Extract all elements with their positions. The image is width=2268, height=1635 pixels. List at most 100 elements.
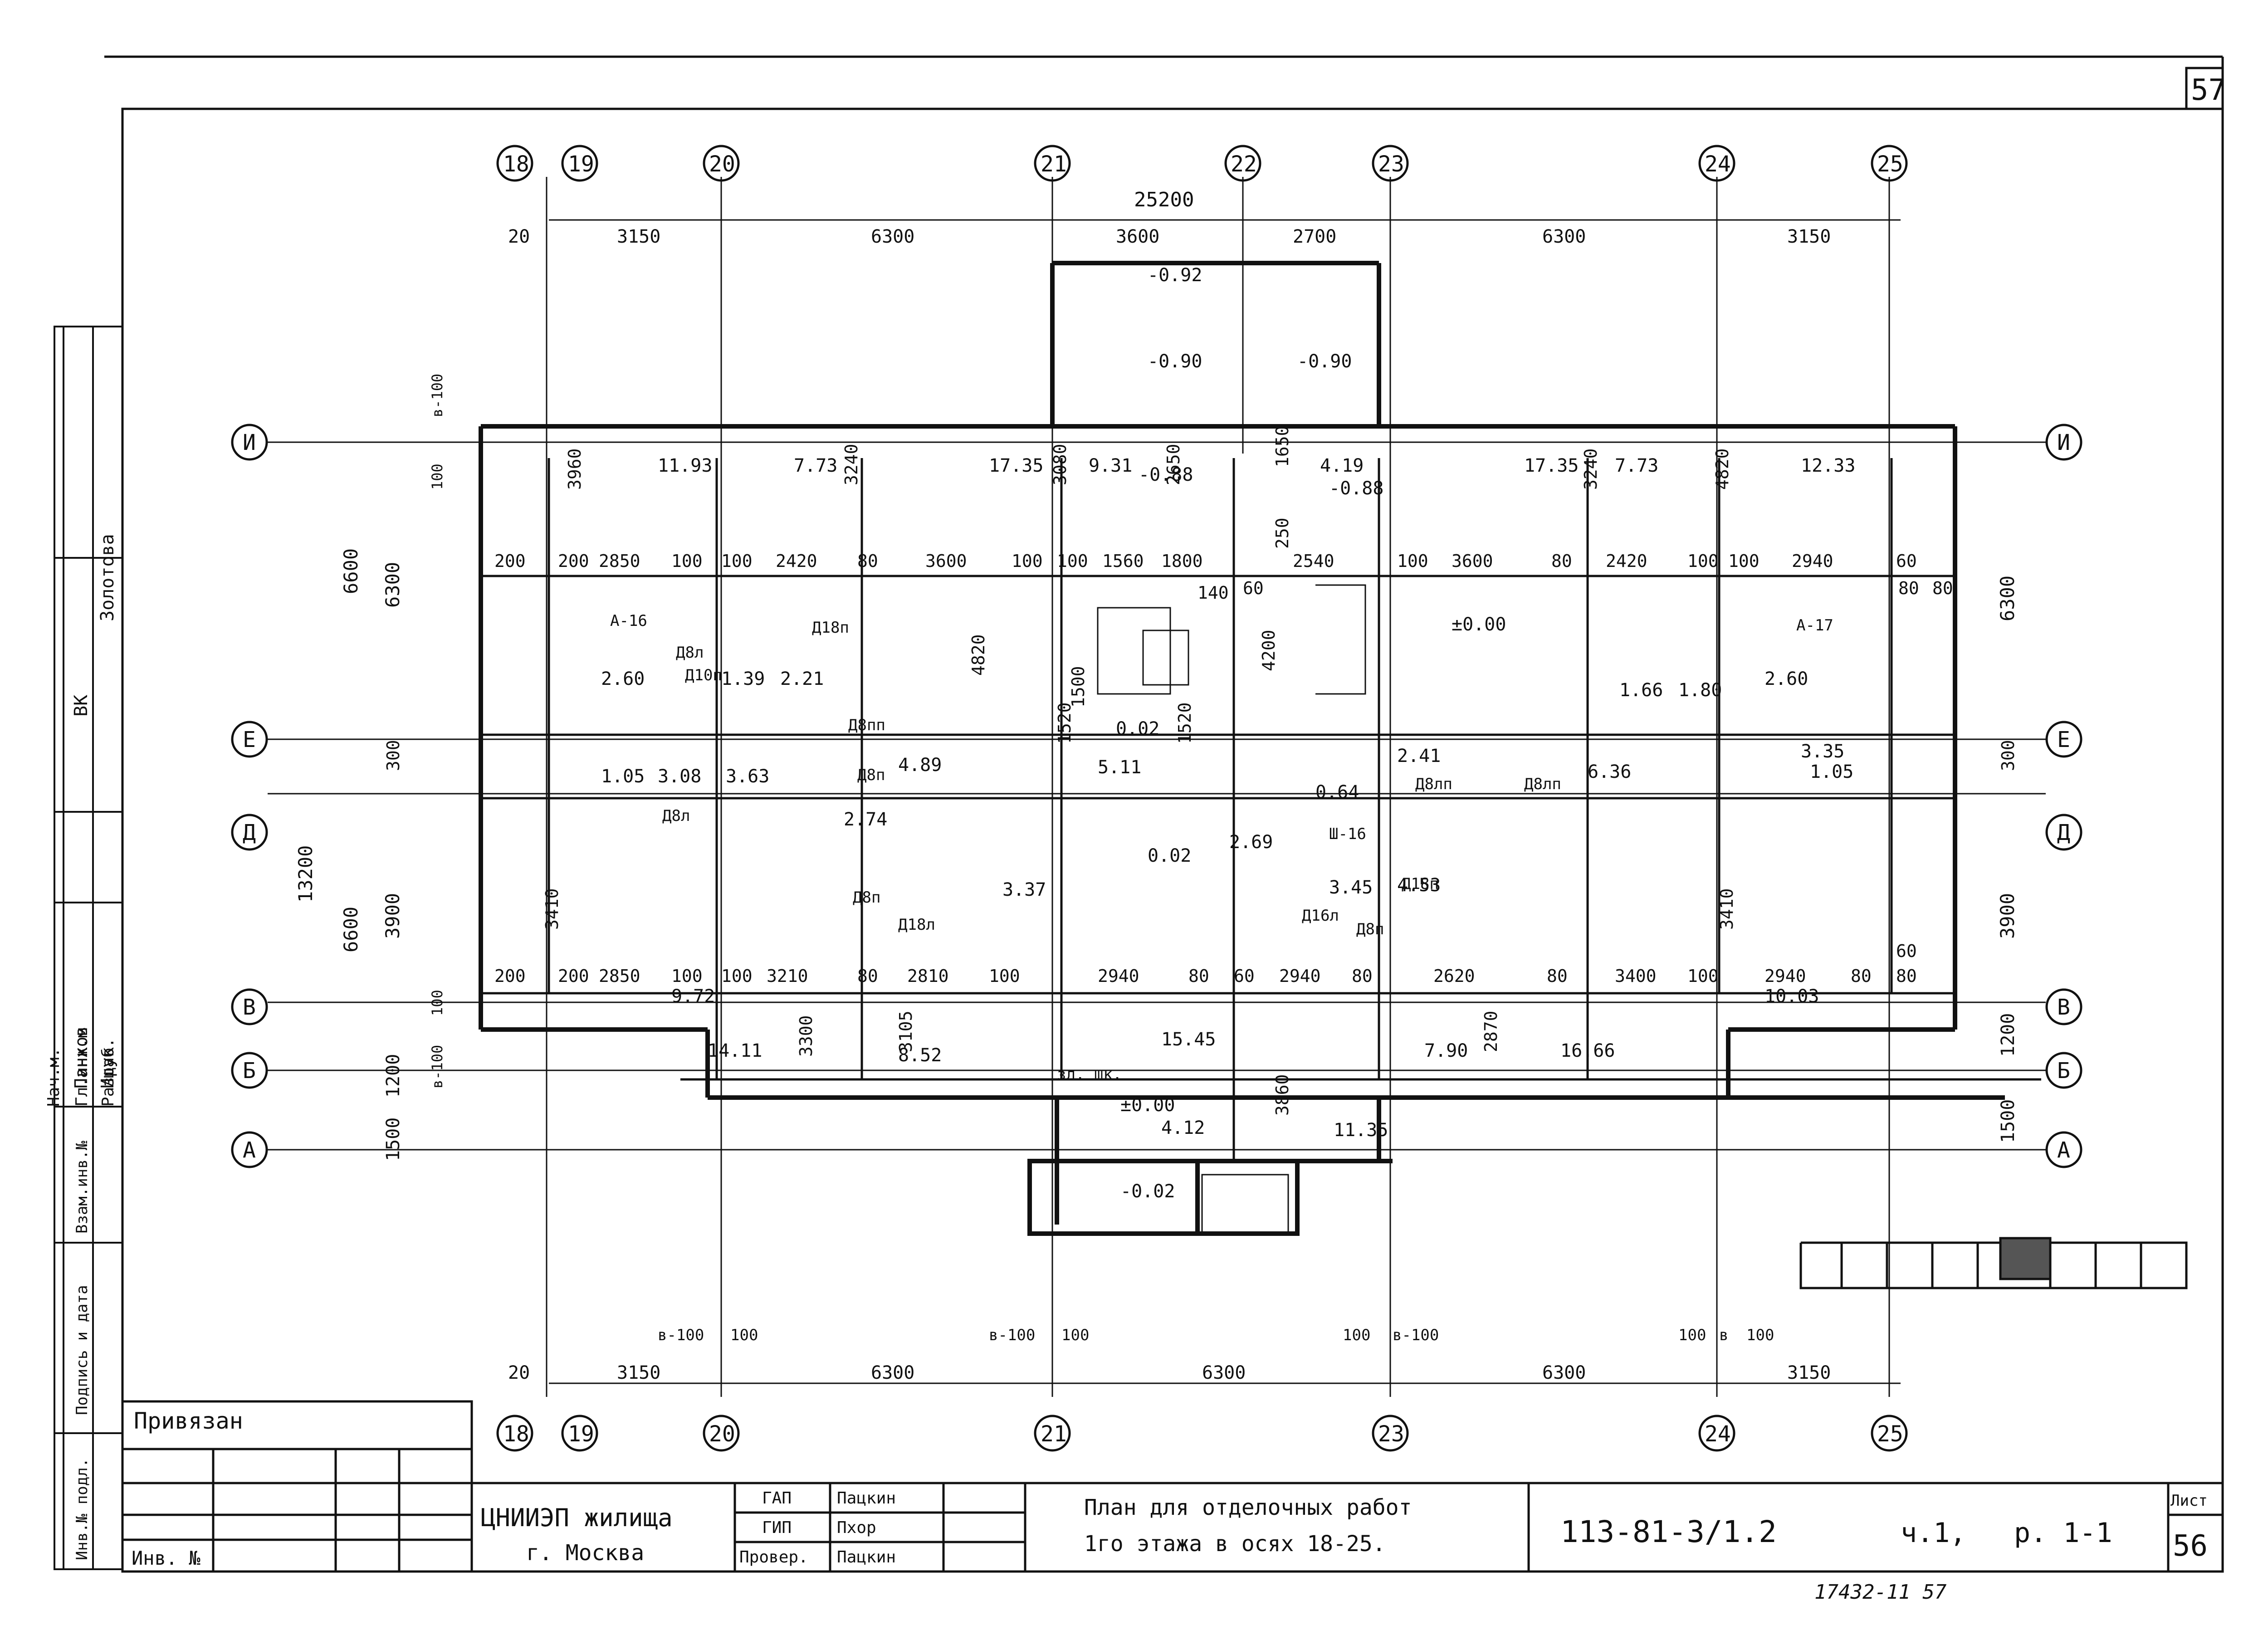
dim-top-1: 3150 xyxy=(617,226,660,247)
room-area-2: 17.35 xyxy=(989,455,1043,476)
door-mark-15: Д8п xyxy=(1356,920,1384,938)
room-width-upper-7: 3600 xyxy=(925,551,967,571)
axis-bubble-22-top: 22 xyxy=(1224,145,1261,182)
dim-bottom-0: 20 xyxy=(508,1362,530,1383)
room-depth-17: 3860 xyxy=(1272,1074,1292,1116)
axis-bubble-d-right: Д xyxy=(2045,814,2082,851)
room-width-upper-16: 3600 xyxy=(1452,551,1493,571)
room-area-18: 2.60 xyxy=(1765,669,1808,689)
axis-bubble-v-right: В xyxy=(2045,988,2082,1025)
door-mark-4: Д8л xyxy=(676,644,704,662)
room-width-lower-0: 200 xyxy=(494,966,526,986)
sheet-number: 56 xyxy=(2173,1529,2208,1563)
room-width-upper-21: 2940 xyxy=(1792,551,1833,571)
dim-overall-top: 25200 xyxy=(1134,188,1194,211)
room-area-12: 3.63 xyxy=(726,766,769,787)
dim-left-outer-2: 6600 xyxy=(340,907,362,952)
room-area-33: 7.90 xyxy=(1424,1040,1468,1061)
door-mark-10: Д8п xyxy=(853,888,880,907)
right-axis-bubbles: И Е Д В Б А xyxy=(2045,424,2082,1168)
room-width-upper-2: 2850 xyxy=(599,551,640,571)
dim-bottom-1: 3150 xyxy=(617,1362,660,1383)
dim-bottom-off-4: 100 xyxy=(1343,1326,1370,1344)
room-width-lower-11: 60 xyxy=(1234,966,1255,986)
dim-left-inner-0: 6300 xyxy=(381,562,404,608)
stamp-row-3: Разраб. xyxy=(99,1038,117,1107)
svg-text:25: 25 xyxy=(1877,1421,1903,1447)
room-width-lower-10: 80 xyxy=(1188,966,1209,986)
room-width-upper-13: 60 xyxy=(1243,578,1264,598)
role-gip: ГИП xyxy=(762,1518,792,1537)
axis-bubble-i-left: И xyxy=(231,424,268,461)
door-mark-14: Д16л xyxy=(1302,907,1339,925)
room-area-6: 7.73 xyxy=(1615,455,1658,476)
room-width-lower-7: 2810 xyxy=(907,966,949,986)
room-area-29: 14.11 xyxy=(708,1040,762,1061)
door-mark-1: А-17 xyxy=(1796,616,1833,634)
sheet-label: Лист xyxy=(2170,1492,2208,1510)
room-area-14: 5.11 xyxy=(1098,757,1141,778)
svg-text:Е: Е xyxy=(243,727,256,752)
room-width-upper-0: 200 xyxy=(494,551,526,571)
room-depth-4: 1650 xyxy=(1272,425,1292,467)
svg-text:18: 18 xyxy=(503,151,529,177)
room-width-upper-19: 100 xyxy=(1687,551,1719,571)
axis-bubble-a-right: А xyxy=(2045,1131,2082,1168)
room-width-lower-5: 3210 xyxy=(767,966,808,986)
axis-bubble-i-right: И xyxy=(2045,424,2082,461)
room-width-lower-19: 80 xyxy=(1851,966,1872,986)
elevation-1: -0.90 xyxy=(1148,351,1202,372)
dim-bottom-off-1: 100 xyxy=(730,1326,758,1344)
axis-bubble-19-bottom: 19 xyxy=(561,1415,598,1452)
svg-text:19: 19 xyxy=(568,151,594,177)
axis-bubble-20-bottom: 20 xyxy=(703,1415,740,1452)
svg-text:И: И xyxy=(2057,430,2070,455)
room-area-1: 7.73 xyxy=(794,455,837,476)
dim-left-inner-2: 3900 xyxy=(381,893,404,939)
room-area-17: 3.35 xyxy=(1801,741,1844,762)
room-area-34: 16.66 xyxy=(1560,1040,1615,1061)
room-width-lower-13: 80 xyxy=(1352,966,1373,986)
svg-text:24: 24 xyxy=(1705,151,1731,177)
room-area-9: 1.39 xyxy=(721,669,765,689)
room-width-lower-15: 80 xyxy=(1547,966,1568,986)
org-city: г. Москва xyxy=(526,1540,644,1566)
room-area-19: 1.80 xyxy=(1678,680,1722,701)
dim-bottom-off-8: 100 xyxy=(1746,1326,1774,1344)
axis-bubble-18-top: 18 xyxy=(496,145,533,182)
elevation-marks: -0.92-0.90-0.90-0.88-0.88±0.000.020.02±0… xyxy=(1116,265,1506,1202)
room-width-upper-4: 100 xyxy=(721,551,753,571)
svg-text:21: 21 xyxy=(1041,151,1067,177)
svg-text:25: 25 xyxy=(1877,151,1903,177)
bottom-axis-bubbles: 18 19 20 21 23 24 25 xyxy=(496,1415,1908,1452)
dim-top-0: 20 xyxy=(508,226,530,247)
door-mark-13: Ш-16 xyxy=(1329,825,1366,843)
drawing-code: 113-81-3/1.2 xyxy=(1560,1514,1777,1549)
elevation-3: -0.88 xyxy=(1139,464,1193,485)
room-width-upper-11: 1800 xyxy=(1161,551,1203,571)
room-depth-0: 3960 xyxy=(565,448,585,490)
room-area-7: 12.33 xyxy=(1801,455,1855,476)
dim-top-5: 6300 xyxy=(1542,226,1586,247)
left-axis-bubbles: И Е Д В Б А xyxy=(231,424,268,1168)
room-width-lower-21: 80 xyxy=(1896,966,1917,986)
name-prover: Пацкин xyxy=(837,1548,896,1567)
bottom-stamp: 17432-11 57 xyxy=(1814,1581,1947,1604)
room-width-upper-10: 1560 xyxy=(1102,551,1144,571)
axis-bubble-18-bottom: 18 xyxy=(496,1415,533,1452)
top-dimension-chain: 25200 20 3150 6300 3600 2700 6300 3150 xyxy=(508,188,1831,247)
room-width-lower-2: 2850 xyxy=(599,966,640,986)
room-area-0: 11.93 xyxy=(658,455,712,476)
room-width-lower-9: 2940 xyxy=(1098,966,1139,986)
dim-right-0: 6300 xyxy=(1996,576,2019,621)
svg-text:18: 18 xyxy=(503,1421,529,1447)
room-area-16: 6.36 xyxy=(1588,761,1631,782)
room-area-32: 11.35 xyxy=(1334,1120,1388,1141)
room-width-upper-1: 200 xyxy=(558,551,589,571)
room-area-20: 1.66 xyxy=(1619,680,1663,701)
room-width-lower-4: 100 xyxy=(721,966,753,986)
axis-bubble-25-top: 25 xyxy=(1871,145,1908,182)
room-width-upper-24: 80 xyxy=(1932,578,1953,598)
room-depth-13: 3410 xyxy=(542,888,562,930)
